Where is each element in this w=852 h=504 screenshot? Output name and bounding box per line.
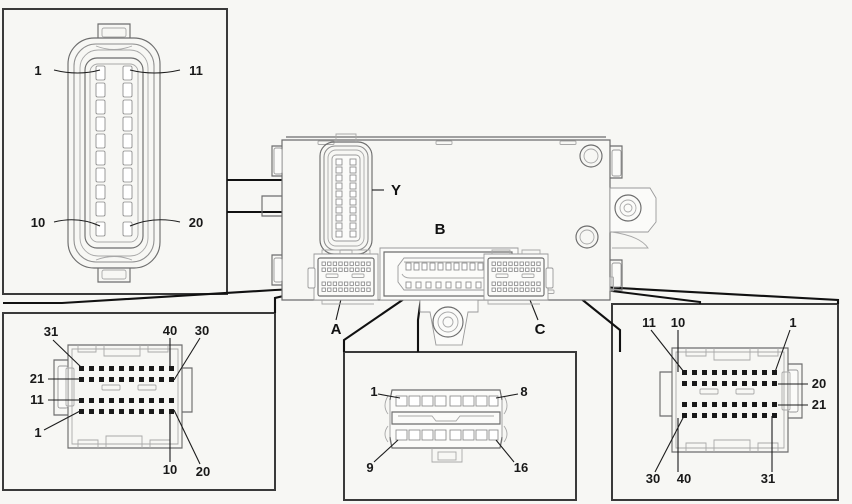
- label-c-pin-30: 30: [646, 471, 660, 486]
- callout-b: B: [435, 221, 446, 238]
- panel-border-bottom-right: [611, 303, 839, 501]
- label-b-pin-8: 8: [520, 384, 527, 399]
- module-a-pins: [321, 261, 371, 292]
- label-c-pin-10: 10: [671, 315, 685, 330]
- panel-border-top-left: [2, 8, 228, 295]
- connector-a-pin-row-1-10: [79, 409, 174, 414]
- connector-b-pin-row-bottom: [395, 429, 499, 441]
- label-a-pin-21: 21: [30, 371, 44, 386]
- callout-a: A: [331, 321, 342, 338]
- callout-c: C: [535, 321, 546, 338]
- leader-c-3: [563, 283, 840, 304]
- connector-c-pins: [682, 370, 777, 418]
- connector-y-detail: [53, 23, 181, 283]
- module-connector-b: [379, 247, 519, 346]
- connector-c-pin-row-20: [682, 381, 777, 386]
- module-connector-c: [483, 249, 554, 305]
- label-c-pin-31: 31: [761, 471, 775, 486]
- connector-a-pin-row-21-30: [79, 377, 174, 382]
- label-y-pin-11: 11: [189, 63, 203, 78]
- label-a-pin-11: 11: [30, 392, 44, 407]
- connector-c-pin-row-11-1: [682, 370, 777, 375]
- connector-a-detail: [43, 337, 201, 465]
- label-a-pin-1: 1: [34, 425, 41, 440]
- ecu-module: [261, 133, 657, 346]
- label-y-pin-20: 20: [189, 215, 203, 230]
- label-y-pin-1: 1: [34, 63, 41, 78]
- label-b-pin-9: 9: [366, 460, 373, 475]
- connector-a-pins: [79, 366, 174, 414]
- label-b-pin-16: 16: [514, 460, 528, 475]
- label-b-pin-1: 1: [370, 384, 377, 399]
- connector-c-detail: [650, 329, 808, 473]
- connector-a-pin-row-11-20: [79, 398, 174, 403]
- panel-border-bottom-center: [343, 351, 577, 501]
- connector-a-pin-row-31-40: [79, 366, 174, 371]
- label-a-pin-31: 31: [44, 324, 58, 339]
- connector-c-pin-row-21: [682, 402, 777, 407]
- label-a-pin-10: 10: [163, 462, 177, 477]
- connector-b-pin-row-top: [395, 395, 499, 407]
- label-c-pin-40: 40: [677, 471, 691, 486]
- leader-b-1: [342, 287, 421, 352]
- connector-y-pin-slots: [95, 65, 133, 237]
- module-connector-y: [319, 133, 384, 263]
- connector-c-pin-row-30-31: [682, 413, 777, 418]
- module-c-pins: [491, 261, 541, 292]
- callout-y: Y: [391, 182, 401, 199]
- leader-a-1: [3, 286, 319, 305]
- label-a-pin-40: 40: [163, 323, 177, 338]
- label-c-pin-21: 21: [812, 397, 826, 412]
- label-a-pin-20: 20: [196, 464, 210, 479]
- connector-b-detail: [373, 389, 519, 463]
- panel-border-bottom-left: [2, 312, 276, 491]
- label-a-pin-30: 30: [195, 323, 209, 338]
- module-connector-a: [307, 249, 379, 305]
- label-c-pin-1: 1: [789, 315, 796, 330]
- label-y-pin-10: 10: [31, 215, 45, 230]
- label-c-pin-20: 20: [812, 376, 826, 391]
- label-c-pin-11: 11: [642, 315, 656, 330]
